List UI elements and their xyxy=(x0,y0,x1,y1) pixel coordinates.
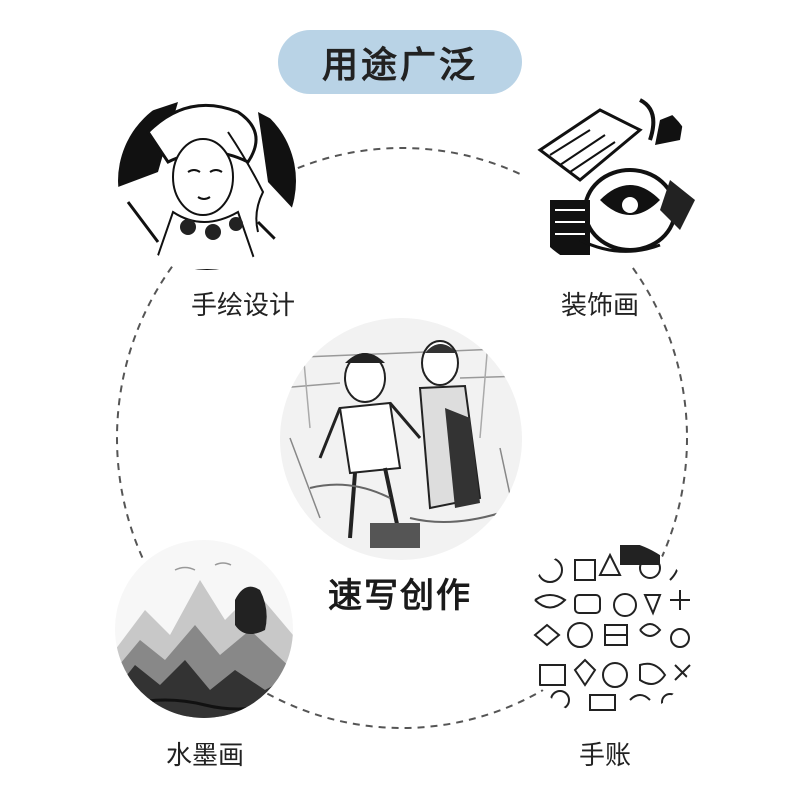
still-life-ink-art xyxy=(520,90,700,270)
portrait-illustration-art xyxy=(118,92,296,270)
ink-mountain-landscape-art xyxy=(115,540,293,718)
item-label-hand-drawn-design: 手绘设计 xyxy=(190,291,295,321)
title-text: 用途广泛 xyxy=(321,45,478,86)
item-label-decorative-painting: 装饰画 xyxy=(560,291,639,321)
center-label-sketch-creation: 速写创作 xyxy=(328,576,472,616)
title-pill: 用途广泛 xyxy=(278,30,522,94)
sketch-figures-art xyxy=(280,318,522,560)
item-label-journal: 手账 xyxy=(578,741,631,771)
item-label-ink-painting: 水墨画 xyxy=(165,741,244,771)
doodle-pattern-art xyxy=(520,540,700,720)
